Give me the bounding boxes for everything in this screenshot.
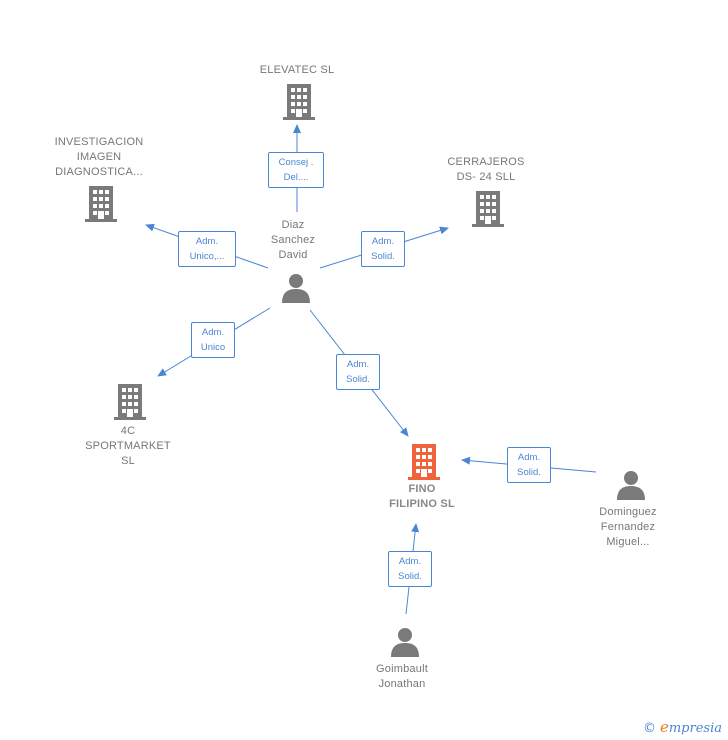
- node-label-line: FILIPINO SL: [389, 498, 455, 510]
- logo-text: mpresia: [668, 721, 722, 736]
- edge-label-goimbault-fino[interactable]: Adm. Solid.: [388, 551, 432, 587]
- node-label-line: 4C: [120, 425, 136, 437]
- node-label-line: SPORTMARKET: [85, 440, 171, 452]
- node-label-investigacion[interactable]: INVESTIGACION IMAGEN DIAGNOSTICA...: [39, 135, 159, 180]
- edge-label-diaz-investigacion[interactable]: Adm. Unico,...: [178, 231, 236, 267]
- node-label-line: ELEVATEC SL: [259, 64, 335, 76]
- node-label-line: Goimbault: [376, 663, 428, 675]
- node-label-sportmarket[interactable]: 4C SPORTMARKET SL: [68, 424, 188, 469]
- edge-label-diaz-cerrajeros[interactable]: Adm. Solid.: [361, 231, 405, 267]
- copyright-symbol: ©: [642, 721, 656, 736]
- node-label-elevatec[interactable]: ELEVATEC SL: [237, 63, 357, 78]
- edge-label-diaz-fino[interactable]: Adm. Solid.: [336, 354, 380, 390]
- building-icon[interactable]: [283, 84, 315, 120]
- building-icon[interactable]: [85, 186, 117, 222]
- node-label-line: DIAGNOSTICA...: [55, 166, 143, 178]
- edge-label-line: Adm.: [398, 556, 422, 567]
- node-label-goimbault[interactable]: Goimbault Jonathan: [352, 662, 452, 692]
- edge-label-line: Solid.: [371, 251, 395, 262]
- node-label-line: SL: [121, 455, 135, 467]
- edge-label-line: Del....: [283, 172, 309, 183]
- empresia-logo[interactable]: ©empresia: [643, 718, 722, 736]
- edge-label-line: Unico: [200, 342, 226, 353]
- building-icon[interactable]: [408, 444, 440, 480]
- building-icon[interactable]: [114, 384, 146, 420]
- node-label-dominguez[interactable]: Dominguez Fernandez Miguel...: [578, 505, 678, 550]
- edge-label-line: Consej .: [278, 157, 314, 168]
- node-label-line: Dominguez: [599, 506, 657, 518]
- edge-label-line: Adm.: [195, 236, 219, 247]
- node-label-line: Jonathan: [378, 678, 426, 690]
- edge-label-line: Adm.: [517, 452, 541, 463]
- edge-label-line: Solid.: [517, 467, 541, 478]
- node-label-line: CERRAJEROS: [447, 156, 525, 168]
- node-label-line: DS- 24 SLL: [456, 171, 516, 183]
- node-label-line: Diaz: [281, 219, 305, 231]
- node-label-line: Sanchez: [270, 234, 316, 246]
- edge-label-line: Unico,...: [189, 251, 225, 262]
- node-label-cerrajeros[interactable]: CERRAJEROS DS- 24 SLL: [426, 155, 546, 185]
- person-icon[interactable]: [282, 274, 310, 303]
- node-label-line: Fernandez: [600, 521, 656, 533]
- person-icon[interactable]: [391, 628, 419, 657]
- node-label-line: Miguel...: [606, 536, 650, 548]
- building-icon[interactable]: [472, 191, 504, 227]
- edge-label-line: Adm.: [371, 236, 395, 247]
- node-label-diaz[interactable]: Diaz Sanchez David: [253, 218, 333, 263]
- edge-label-dominguez-fino[interactable]: Adm. Solid.: [507, 447, 551, 483]
- edge-label-diaz-elevatec[interactable]: Consej . Del....: [268, 152, 324, 188]
- node-label-line: IMAGEN: [76, 151, 122, 163]
- edge-label-line: Solid.: [398, 571, 422, 582]
- logo-letter: e: [659, 718, 669, 736]
- node-label-fino[interactable]: FINO FILIPINO SL: [362, 482, 482, 512]
- edge-label-line: Adm.: [201, 327, 225, 338]
- node-label-line: David: [278, 249, 308, 261]
- edge-label-line: Solid.: [346, 374, 370, 385]
- node-label-line: FINO: [408, 483, 436, 495]
- edge-label-diaz-sportmarket[interactable]: Adm. Unico: [191, 322, 235, 358]
- node-label-line: INVESTIGACION: [54, 136, 144, 148]
- edge-label-line: Adm.: [346, 359, 370, 370]
- person-icon[interactable]: [617, 471, 645, 500]
